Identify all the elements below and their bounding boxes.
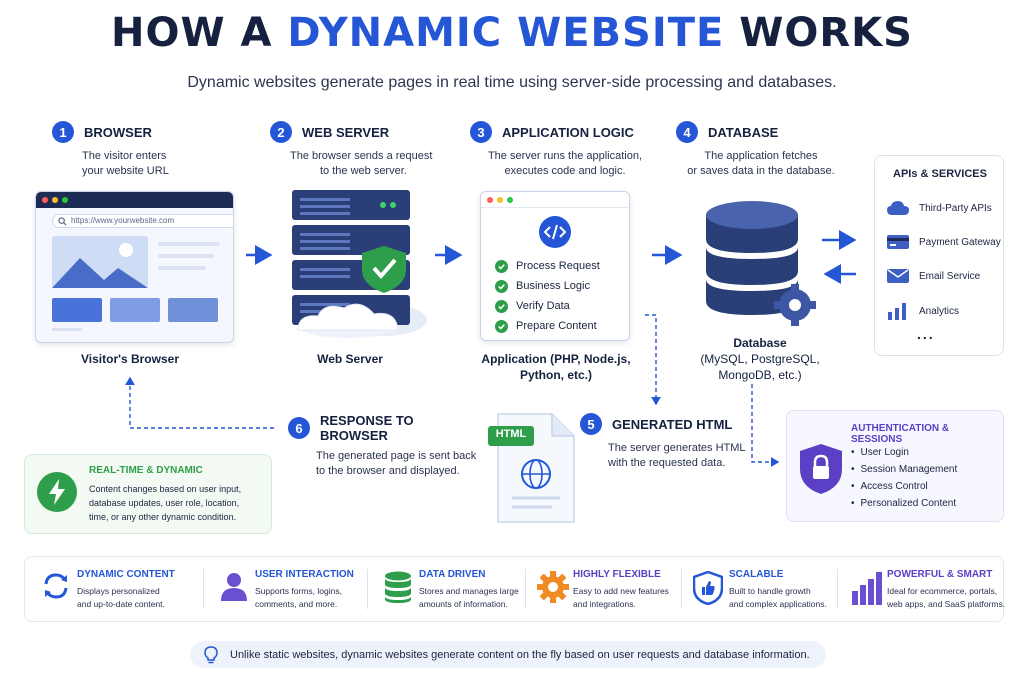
step-number: 1 <box>52 121 74 143</box>
dashed-db-to-auth <box>751 384 780 467</box>
page-title: HOW A DYNAMIC WEBSITE WORKS <box>111 10 913 56</box>
url-bar: https://www.yourwebsite.com <box>52 214 233 228</box>
card-icon <box>887 235 909 249</box>
browser-window-illustration: https://www.yourwebsite.com <box>35 191 234 343</box>
lightbulb-icon <box>204 645 218 663</box>
step-label: BROWSER <box>84 124 152 140</box>
growth-bars-icon <box>852 572 882 605</box>
service-item: Payment Gateway <box>887 234 1001 250</box>
step-number: 2 <box>270 121 292 143</box>
step-number: 4 <box>676 121 698 143</box>
footer-note: Unlike static websites, dynamic websites… <box>190 641 826 668</box>
user-icon <box>221 573 247 601</box>
check-item: Verify Data <box>495 296 600 316</box>
step-5-generated-html: 5 GENERATED HTML The server generates HTM… <box>580 413 770 471</box>
shield-thumb-icon <box>693 571 723 605</box>
service-item: Email Service <box>887 268 980 284</box>
realtime-description: Content changes based on user input,data… <box>89 484 242 522</box>
step-number: 3 <box>470 121 492 143</box>
authentication-sessions-panel: AUTHENTICATION & SESSIONS User Login Ses… <box>786 410 1004 522</box>
step-label: APPLICATION LOGIC <box>502 124 634 140</box>
step-description: The server runs the application,executes… <box>487 150 643 177</box>
step-number: 5 <box>580 413 602 435</box>
apis-title: APIs & SERVICES <box>893 168 987 180</box>
database-icon <box>706 201 816 326</box>
cloud-icon <box>887 201 909 215</box>
lightning-icon <box>37 472 77 512</box>
application-window-illustration: Process Request Business Logic Verify Da… <box>480 191 630 341</box>
check-icon <box>495 279 508 293</box>
step-label: RESPONSE TO BROWSER <box>320 413 414 443</box>
refresh-icon <box>44 573 68 599</box>
auth-list: User Login Session Management Access Con… <box>851 444 958 512</box>
check-item: Business Logic <box>495 276 600 296</box>
mail-icon <box>887 269 909 283</box>
search-icon <box>58 217 67 226</box>
auth-title: AUTHENTICATION & SESSIONS <box>851 423 950 445</box>
apis-services-panel: APIs & SERVICES Third-Party APIs Payment… <box>874 155 1004 356</box>
shield-lock-icon <box>800 444 842 494</box>
database-icon <box>385 571 411 603</box>
image-placeholder-icon <box>52 236 148 288</box>
step-label: WEB SERVER <box>302 124 390 140</box>
web-server-icon <box>292 190 427 338</box>
step-6-response-to-browser: 6 RESPONSE TO BROWSER The generated page … <box>288 413 478 479</box>
realtime-title: REAL-TIME & DYNAMIC <box>89 465 203 476</box>
bar-chart-icon <box>888 303 906 320</box>
gear-icon <box>537 571 569 603</box>
service-item: Third-Party APIs <box>887 200 992 216</box>
check-item: Prepare Content <box>495 316 600 336</box>
code-icon <box>539 216 571 248</box>
page-subtitle: Dynamic websites generate pages in real … <box>187 74 837 91</box>
check-item: Process Request <box>495 256 600 276</box>
gear-icon <box>774 284 816 326</box>
html-document-icon <box>488 413 575 523</box>
step-label: GENERATED HTML <box>612 416 733 432</box>
check-icon <box>495 319 508 333</box>
service-item: Analytics <box>887 302 959 320</box>
check-icon <box>495 299 508 313</box>
check-icon <box>495 259 508 273</box>
more-ellipsis: ... <box>917 326 935 342</box>
web-server-caption: Web Server <box>317 352 383 366</box>
step-label: DATABASE <box>708 124 779 140</box>
dashed-app-to-html <box>645 314 661 406</box>
browser-caption: Visitor's Browser <box>80 352 179 366</box>
step-number: 6 <box>288 417 310 439</box>
database-caption: Database(MySQL, PostgreSQL,MongoDB, etc.… <box>700 336 820 382</box>
step-3-application-logic: 3 APPLICATION LOGIC The server runs the a… <box>470 121 660 179</box>
html-badge-label: HTML <box>495 428 527 440</box>
realtime-dynamic-panel: REAL-TIME & DYNAMIC Content changes base… <box>24 454 272 534</box>
application-caption: Application (PHP, Node.js,Python, etc.) <box>481 352 631 382</box>
dashed-response-to-browser <box>125 376 274 429</box>
